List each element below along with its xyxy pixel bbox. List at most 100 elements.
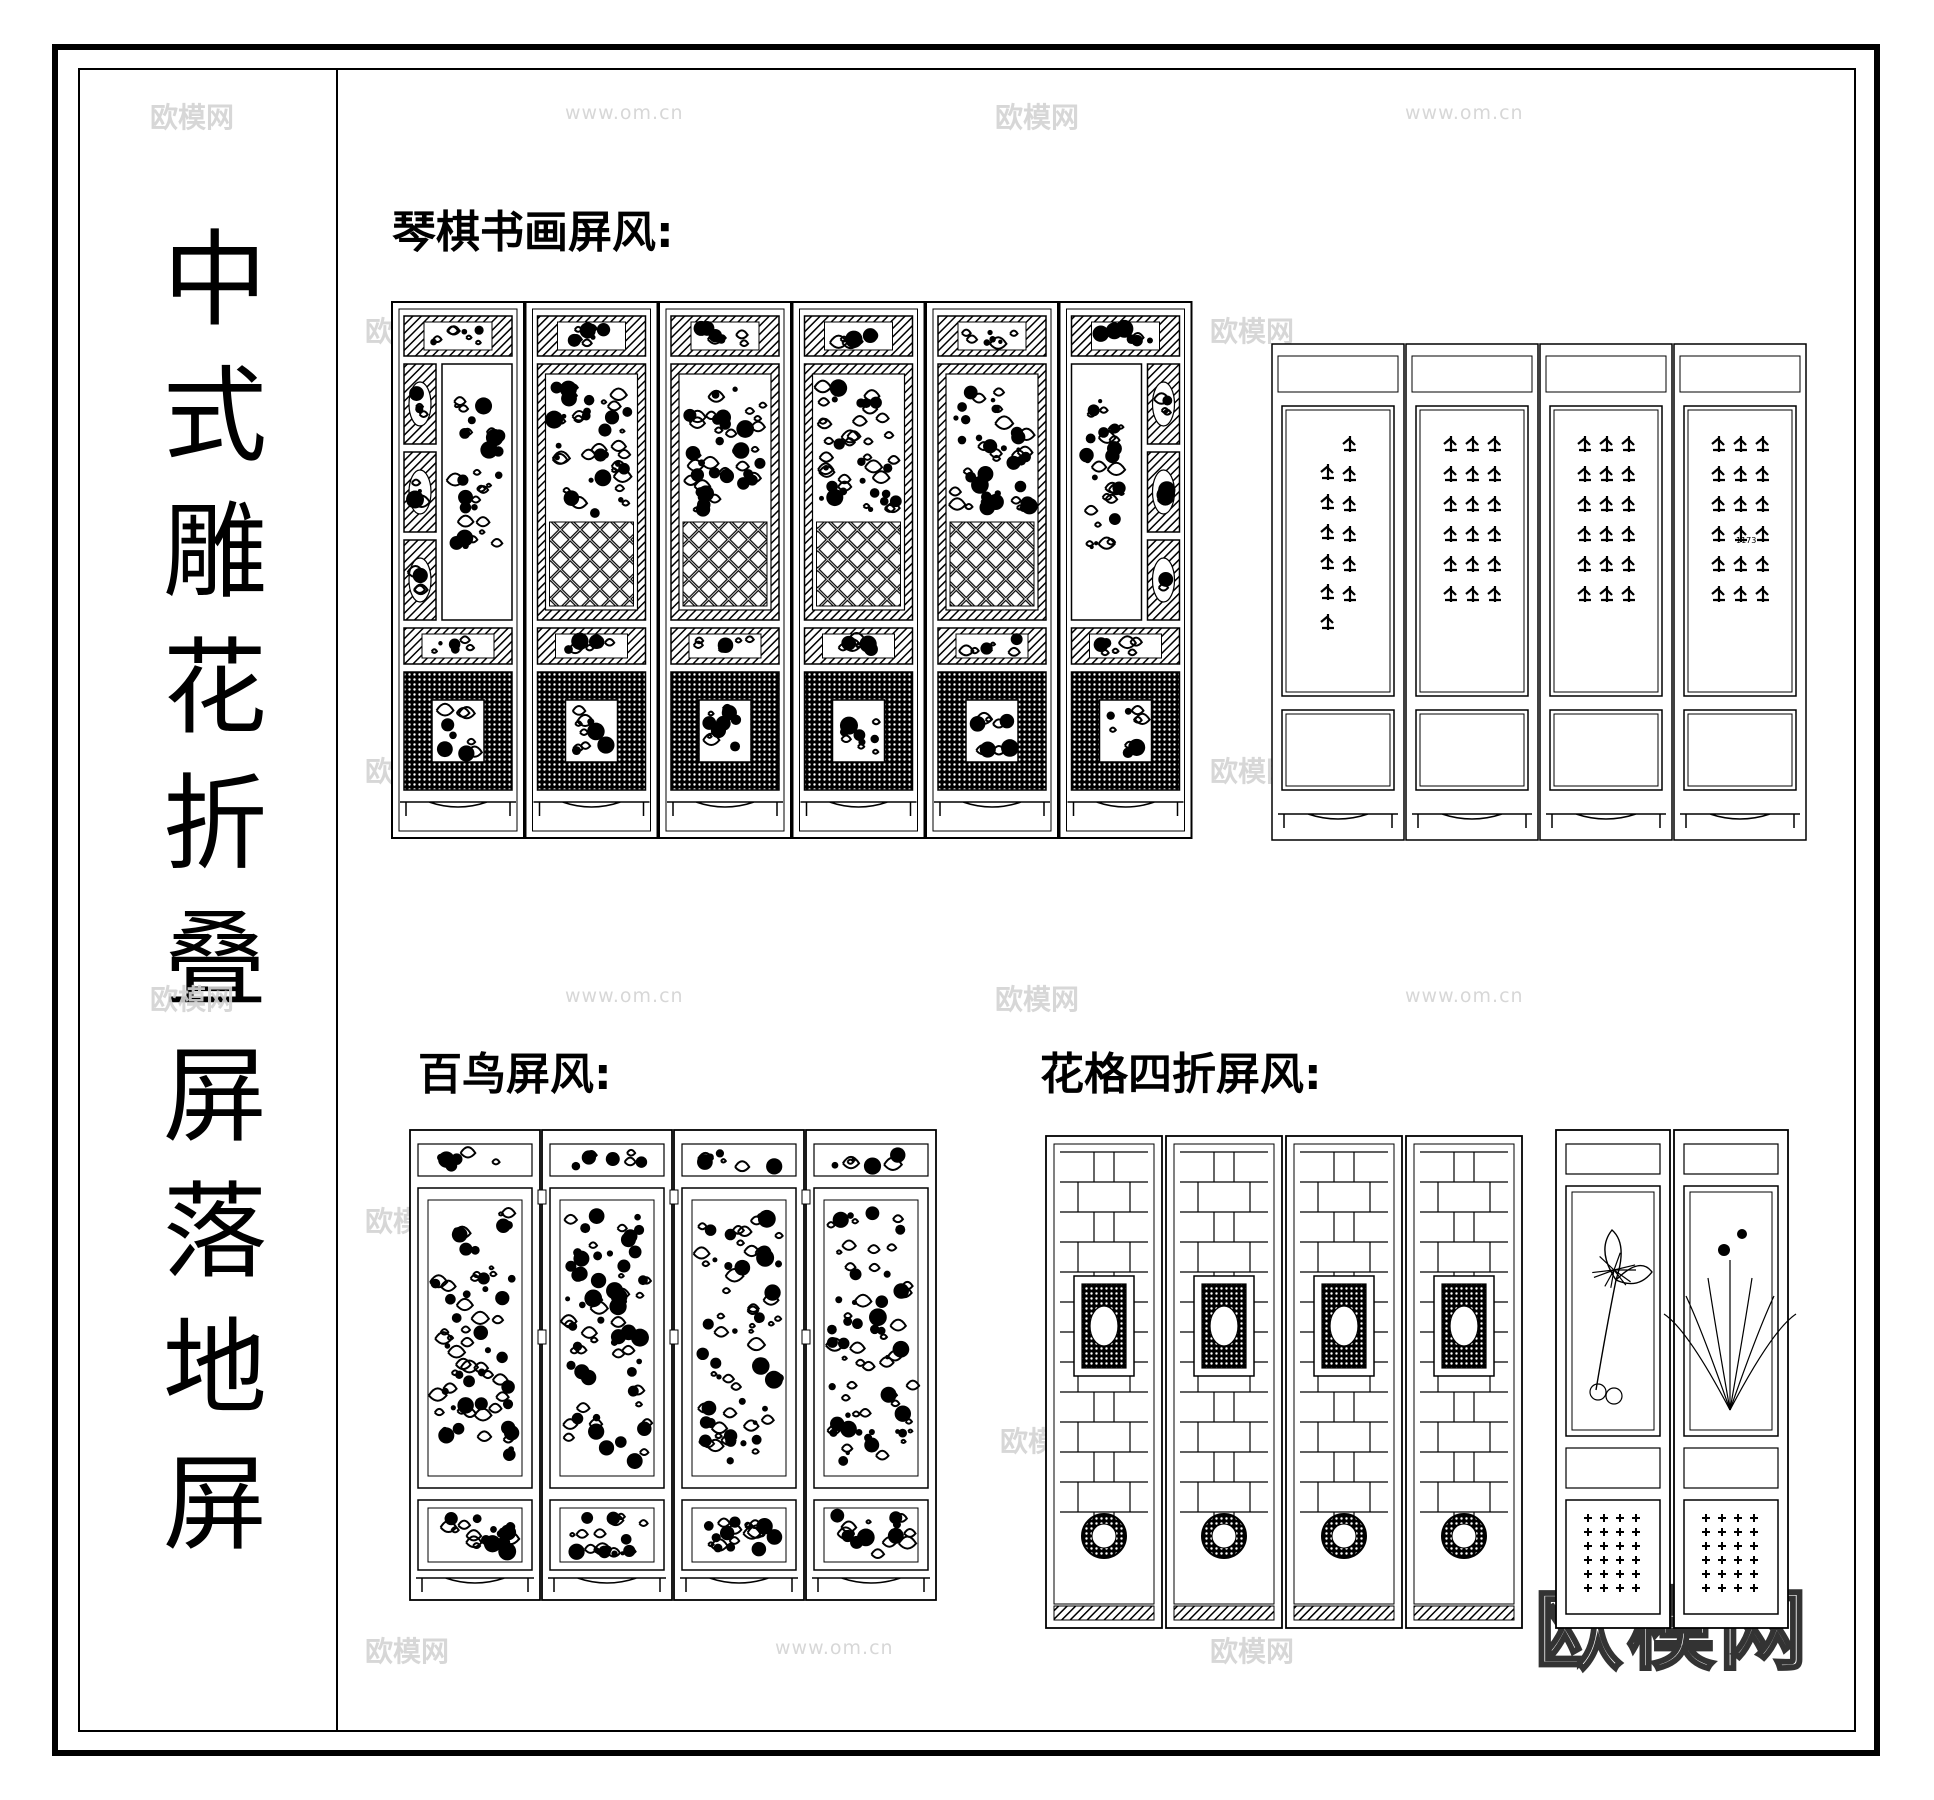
bird-scene-panel [427, 1199, 523, 1477]
watermark-logo: 欧模网 [365, 1635, 450, 1668]
calligraphy-glyph [1342, 526, 1356, 542]
screen-panel [658, 301, 792, 839]
bottom-carved-panel [681, 1499, 797, 1571]
panel-base-apron [1067, 801, 1184, 816]
figure-scene-motif [813, 379, 902, 514]
calligraphy-glyph [1342, 466, 1356, 482]
calligraphy-glyph [1711, 436, 1725, 452]
calligraphy-glyph [1342, 556, 1356, 572]
lattice-floor [816, 521, 901, 607]
bird-scene-panel [823, 1199, 919, 1477]
screen-flower-pair-drawing [1555, 1129, 1797, 1629]
middle-carved-motif [692, 635, 755, 654]
bird-scene-panel [691, 1199, 787, 1477]
calligraphy-glyph [1621, 556, 1635, 572]
base-carved-band [1293, 1605, 1395, 1621]
calligraphy-glyph [1577, 496, 1591, 512]
calligraphy-glyph [1577, 586, 1591, 602]
calligraphy-glyph [1733, 496, 1747, 512]
calligraphy-glyph [1342, 436, 1356, 452]
watermark-logo: 欧模网 [150, 101, 235, 134]
calligraphy-panel [1415, 405, 1529, 697]
calligraphy-glyph [1320, 524, 1334, 540]
bottom-inner-panel [823, 1507, 919, 1563]
bird-flower-motif [428, 1206, 520, 1461]
panel-inner-frame [932, 308, 1052, 832]
calligraphy-glyph [1755, 436, 1769, 452]
hinge [801, 1329, 811, 1345]
calligraphy-glyph [1465, 436, 1479, 452]
watermark-url: www.om.cn [1405, 102, 1524, 124]
panel-inner-frame [799, 308, 918, 832]
bottom-carved-panel [813, 1499, 929, 1571]
side-medallion-motif [1156, 481, 1176, 506]
top-carved-motif [571, 1148, 648, 1171]
bird-flower-motif [825, 1206, 921, 1466]
bottom-panel [1281, 709, 1395, 791]
calligraphy-glyph [1621, 526, 1635, 542]
screen-panel [1673, 343, 1807, 841]
calligraphy-glyph [1465, 556, 1479, 572]
watermark-url: www.om.cn [565, 985, 684, 1007]
center-medallion-motif [1209, 1305, 1239, 1347]
orchid-drawing [1663, 1229, 1797, 1411]
center-medallion-motif [1449, 1305, 1479, 1347]
screen-panel [1405, 343, 1539, 841]
calligraphy-glyph [1733, 436, 1747, 452]
panel-inner-frame [1053, 1143, 1155, 1605]
hinge [537, 1329, 547, 1345]
top-panel [1679, 355, 1801, 393]
screen-panel [805, 1129, 937, 1601]
panel-inner-frame [665, 308, 785, 832]
panel-frame [1271, 343, 1405, 841]
calligraphy-glyph [1711, 586, 1725, 602]
bottom-inner-panel [691, 1507, 787, 1563]
hinge [801, 1189, 811, 1205]
calligraphy-glyph [1755, 556, 1769, 572]
round-medallion-center [1211, 1523, 1237, 1549]
top-carved-motif [697, 1149, 783, 1175]
panel-base-apron [1546, 813, 1666, 828]
base-carved-band [1413, 1605, 1515, 1621]
calligraphy-glyph [1443, 436, 1457, 452]
calligraphy-glyph [1599, 466, 1613, 482]
screen-panel [1271, 343, 1405, 841]
calligraphy-inner-panel [1285, 409, 1391, 693]
bottom-inner-panel [559, 1507, 655, 1563]
bird-flower-motif [692, 1209, 784, 1465]
middle-carved-motif [1093, 635, 1144, 657]
hinge [669, 1329, 679, 1345]
bottom-inner-panel [427, 1507, 523, 1563]
panel-base-apron [533, 801, 650, 816]
chrysanthemum-drawing [1589, 1228, 1653, 1405]
calligraphy-glyph [1621, 496, 1635, 512]
bottom-figure-motif [571, 704, 615, 756]
title-char: 折 [162, 763, 267, 885]
bottom-flower-motif [703, 1516, 783, 1557]
figure-scene-motif [683, 386, 768, 517]
calligraphy-glyph [1443, 496, 1457, 512]
title-char: 地 [162, 1307, 267, 1429]
calligraphy-glyph [1487, 496, 1501, 512]
calligraphy-glyph [1577, 436, 1591, 452]
title-divider-line [336, 68, 338, 1732]
panel-inner-frame [398, 308, 518, 832]
title-char: 叠 [162, 899, 267, 1021]
calligraphy-glyph [1733, 466, 1747, 482]
panel-inner-frame [1173, 1143, 1275, 1605]
middle-carved-motif [837, 631, 878, 657]
calligraphy-glyph [1320, 494, 1334, 510]
calligraphy-glyph [1320, 584, 1334, 600]
vertical-title: 中 式 雕 花 折 叠 屏 落 地 屏 [140, 222, 290, 1562]
calligraphy-panel [1549, 405, 1663, 697]
panel-frame [541, 1129, 673, 1601]
calligraphy-glyph [1465, 586, 1479, 602]
calligraphy-glyph [1443, 586, 1457, 602]
section-title-qinqi: 琴棋书画屏风: [392, 207, 674, 258]
bottom-panel [1415, 709, 1529, 791]
title-char: 屏 [162, 1035, 267, 1157]
calligraphy-glyph [1711, 466, 1725, 482]
panel-base-apron [1278, 813, 1398, 828]
inscription-number-label: 1173 [1736, 536, 1756, 545]
figure-scene-motif [545, 380, 633, 518]
